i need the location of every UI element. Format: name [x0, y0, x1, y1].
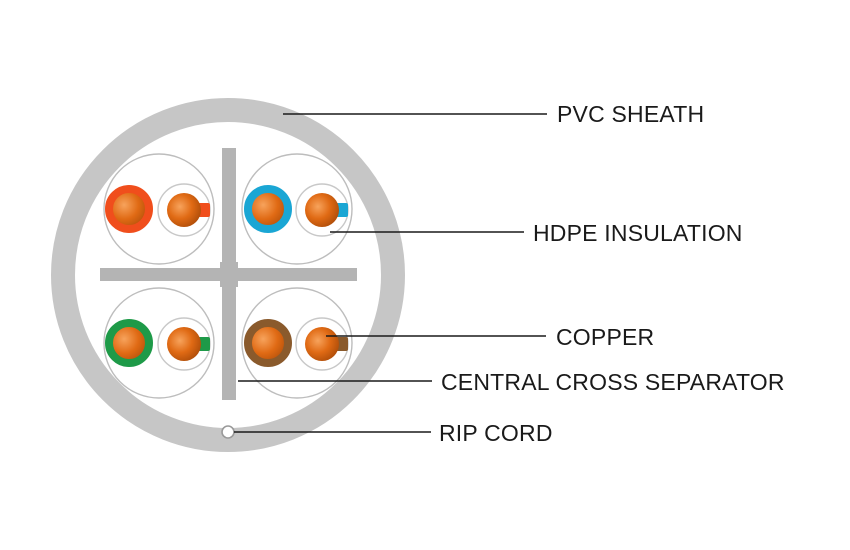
central-cross-separator [100, 148, 357, 400]
conductor-brown [244, 319, 292, 367]
rip-cord [221, 425, 235, 439]
label-pvc-sheath: PVC SHEATH [557, 101, 704, 127]
pair-blue [241, 153, 353, 265]
conductor-copper [167, 327, 201, 361]
pair-orange [103, 153, 215, 265]
conductor-green [105, 319, 153, 367]
label-rip-cord: RIP CORD [439, 420, 553, 446]
conductor-copper [167, 193, 201, 227]
pair-brown [241, 287, 353, 399]
leader-lines [234, 113, 547, 433]
conductor-copper [305, 327, 339, 361]
conductor-copper [305, 193, 339, 227]
label-hdpe-insulation: HDPE INSULATION [533, 220, 743, 246]
pvc-sheath [51, 98, 405, 452]
conductor-orange [105, 185, 153, 233]
conductor-blue [244, 185, 292, 233]
pair-green [103, 287, 215, 399]
label-central-cross-separator: CENTRAL CROSS SEPARATOR [441, 369, 785, 395]
label-copper: COPPER [556, 324, 654, 350]
